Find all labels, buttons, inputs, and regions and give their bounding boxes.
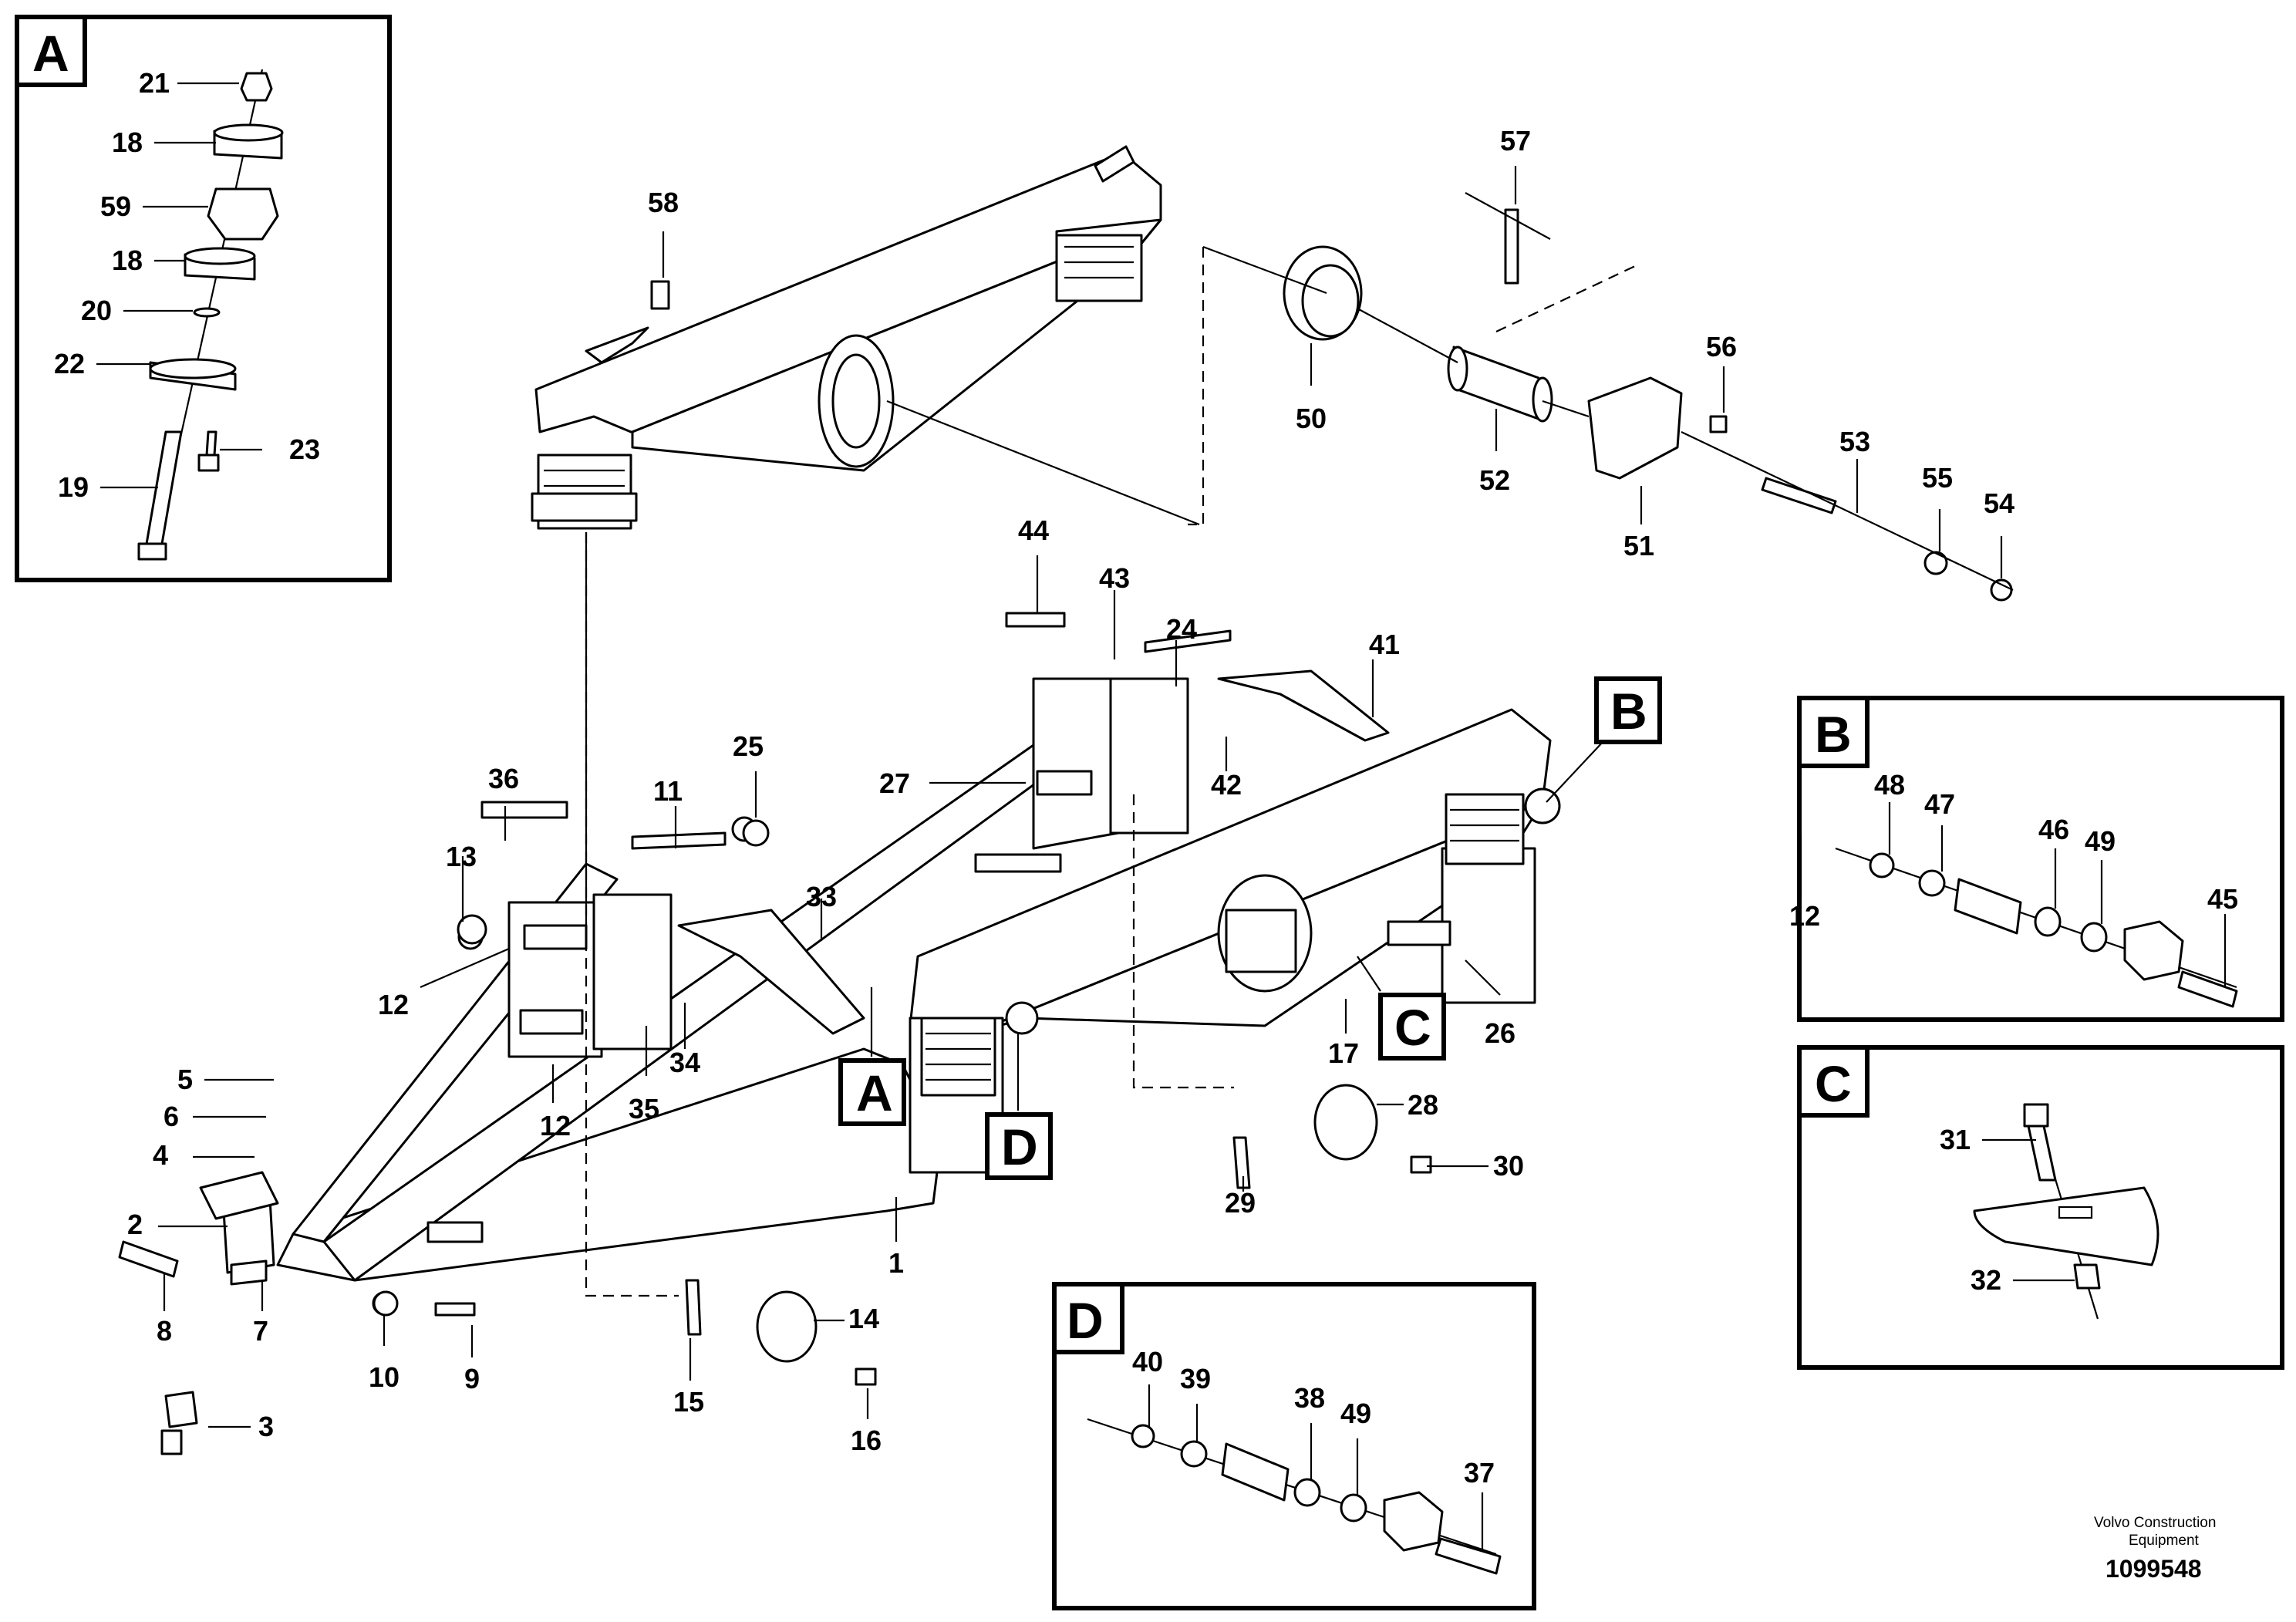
- callout-17: 17: [1328, 1037, 1359, 1069]
- drawing-footer: Volvo Construction Equipment 1099548: [2094, 1515, 2216, 1583]
- upper-beam: [531, 145, 1162, 530]
- detail-a-callout-59: 59: [100, 191, 131, 222]
- detail-a-callout-23: 23: [289, 433, 320, 465]
- callout-58: 58: [648, 187, 679, 218]
- main-callouts: 1 2 3 4 5 6 7 8 9 10 11 12 12 13 14 15 1…: [127, 125, 2014, 1456]
- callout-52: 52: [1479, 464, 1510, 496]
- callout-12b: 12: [540, 1110, 571, 1141]
- callout-13: 13: [446, 841, 477, 872]
- callout-33: 33: [806, 881, 837, 912]
- callout-55: 55: [1922, 462, 1953, 494]
- detail-c-callout-31: 31: [1940, 1124, 1971, 1155]
- marker-c: C: [1394, 999, 1431, 1056]
- detail-b-callout-12: 12: [1789, 900, 1820, 932]
- detail-b-panel: B 12 48 47 46 49 45: [1789, 696, 2284, 1022]
- callout-43: 43: [1099, 562, 1130, 594]
- callout-50: 50: [1296, 403, 1327, 434]
- assembly-line-dashed-4: [1132, 794, 1234, 1089]
- callout-6: 6: [164, 1101, 179, 1132]
- callout-51: 51: [1623, 530, 1654, 561]
- callout-15: 15: [673, 1386, 704, 1418]
- detail-d-callout-39: 39: [1180, 1363, 1211, 1394]
- callout-44: 44: [1018, 514, 1049, 546]
- detail-b-callout-46: 46: [2038, 814, 2069, 845]
- detail-d-panel: D 40 39 38 49 37: [1052, 1282, 1536, 1610]
- detail-a-callout-20: 20: [81, 295, 112, 326]
- brand-line-2: Equipment: [2129, 1533, 2200, 1549]
- detail-a-panel: A 21 18 59 18 20 22 23 19: [15, 15, 392, 582]
- main-assembly: [118, 145, 2014, 1455]
- detail-c-panel: C 31 32: [1797, 1045, 2284, 1370]
- callout-1: 1: [888, 1247, 904, 1279]
- callout-2: 2: [127, 1209, 143, 1240]
- callout-56: 56: [1706, 331, 1737, 363]
- detail-a-callout-21: 21: [139, 67, 170, 99]
- assembly-line-4: [1465, 192, 1551, 240]
- detail-d-letter: D: [1067, 1292, 1104, 1349]
- assembly-line-1: [886, 400, 1200, 526]
- brand-line-1: Volvo Construction: [2094, 1515, 2216, 1531]
- callout-14: 14: [848, 1303, 879, 1334]
- callout-12a: 12: [378, 989, 409, 1020]
- drawing-number: 1099548: [2106, 1555, 2202, 1583]
- callout-26: 26: [1485, 1017, 1515, 1049]
- callout-25: 25: [733, 730, 764, 762]
- detail-a-callout-18b: 18: [112, 244, 143, 276]
- marker-d: D: [1001, 1118, 1038, 1175]
- callout-57: 57: [1500, 125, 1531, 157]
- detail-b-callout-49: 49: [2085, 825, 2116, 857]
- callout-42: 42: [1211, 769, 1242, 801]
- callout-27: 27: [879, 767, 910, 799]
- detail-d-callout-37: 37: [1464, 1457, 1495, 1489]
- assembly-line-2: [1202, 245, 2014, 591]
- detail-b-letter: B: [1815, 706, 1852, 763]
- callout-54: 54: [1984, 487, 2014, 519]
- detail-a-callout-22: 22: [54, 348, 85, 379]
- detail-a-callout-19: 19: [58, 471, 89, 503]
- left-fasteners: [373, 612, 1432, 1386]
- detail-a-callout-18a: 18: [112, 126, 143, 158]
- callout-3: 3: [258, 1411, 274, 1442]
- marker-b: B: [1610, 683, 1647, 740]
- detail-b-callout-48: 48: [1874, 769, 1905, 801]
- callout-5: 5: [177, 1064, 193, 1095]
- detail-c-callout-32: 32: [1971, 1264, 2001, 1296]
- detail-b-callout-47: 47: [1924, 788, 1955, 820]
- callout-53: 53: [1839, 426, 1870, 457]
- callout-30: 30: [1493, 1150, 1524, 1182]
- callout-41: 41: [1369, 629, 1400, 660]
- detail-c-letter: C: [1815, 1055, 1852, 1112]
- detail-d-callout-40: 40: [1132, 1346, 1163, 1378]
- assembly-line-dashed-1: [1188, 247, 1205, 526]
- callout-11: 11: [653, 775, 683, 807]
- callout-16: 16: [851, 1425, 882, 1456]
- assembly-line-dashed-2: [1495, 265, 1636, 332]
- rear-axle-parts: [1283, 208, 2013, 602]
- callout-28: 28: [1408, 1089, 1438, 1121]
- callout-8: 8: [157, 1315, 172, 1347]
- detail-d-callout-38: 38: [1294, 1382, 1325, 1414]
- callout-35: 35: [629, 1093, 659, 1125]
- callout-9: 9: [464, 1363, 480, 1394]
- detail-b-callout-45: 45: [2207, 883, 2238, 915]
- detail-a-letter: A: [32, 25, 69, 82]
- lower-frame: [118, 669, 1561, 1455]
- callout-34: 34: [669, 1047, 700, 1078]
- callout-7: 7: [253, 1315, 268, 1347]
- marker-a: A: [856, 1064, 893, 1121]
- main-letter-markers: A D B C: [838, 676, 1662, 1180]
- callout-10: 10: [369, 1361, 400, 1393]
- callout-29: 29: [1225, 1187, 1256, 1219]
- detail-d-callout-49: 49: [1340, 1398, 1371, 1429]
- callout-24: 24: [1166, 613, 1197, 645]
- callout-36: 36: [488, 763, 519, 794]
- callout-4: 4: [153, 1139, 168, 1171]
